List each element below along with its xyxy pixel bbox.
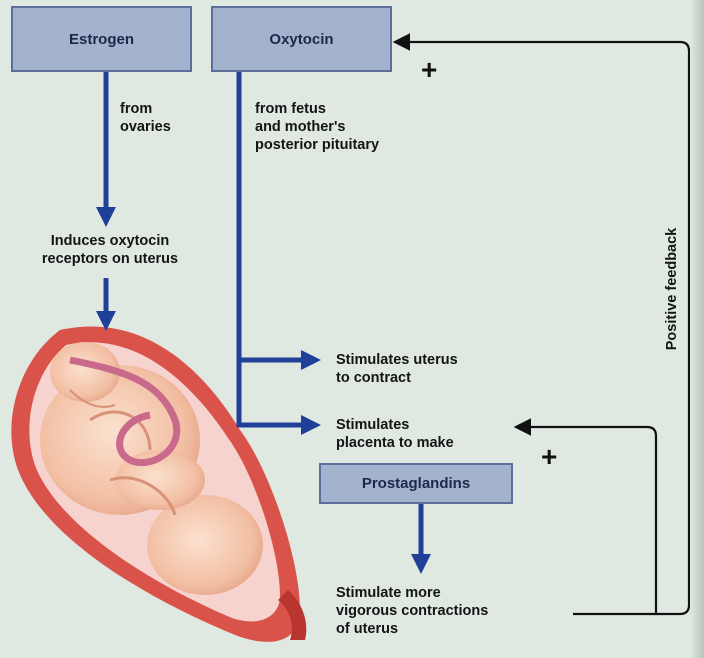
positive-feedback-label: Positive feedback <box>664 227 680 351</box>
prostaglandins-box: Prostaglandins <box>319 463 513 504</box>
plus-sign-top: + <box>421 54 438 85</box>
umbilical-cord <box>69 356 181 467</box>
from-fetus-label: from fetus and mother's posterior pituit… <box>255 101 380 153</box>
estrogen-box: Estrogen <box>11 6 192 72</box>
plus-sign-bottom: + <box>541 441 558 472</box>
stimulates-uterus-label: Stimulates uterus to contract <box>336 352 458 386</box>
feedback-line-outer <box>392 33 691 616</box>
stimulate-more-label: Stimulate more vigorous contractions of … <box>336 585 489 637</box>
feedback-lines <box>392 33 691 616</box>
stimulates-placenta-label: Stimulates placenta to make <box>336 417 454 451</box>
fetus-uterus-illustration <box>11 326 307 642</box>
feedback-line-inner <box>513 418 658 614</box>
oxytocin-box: Oxytocin <box>211 6 392 72</box>
induces-receptors-label: Induces oxytocin receptors on uterus <box>41 233 179 267</box>
page-edge-shadow <box>690 0 704 658</box>
from-ovaries-label: from ovaries <box>120 101 171 135</box>
cervix <box>278 590 307 640</box>
blue-arrows <box>96 72 431 574</box>
